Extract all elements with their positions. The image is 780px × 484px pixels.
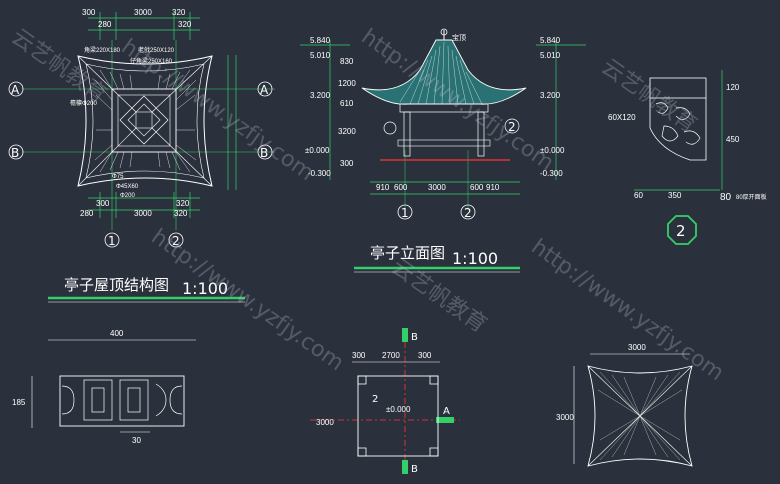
- level-left-2: 5.010: [310, 51, 331, 60]
- elev-dim-b3: 3000: [428, 183, 446, 192]
- plan-dim-side: 3000: [316, 418, 334, 427]
- elevation-title: 亭子立面图: [370, 244, 445, 262]
- level-right-1: 5.840: [540, 36, 561, 45]
- floor-plan: B B A 300 2700 300 3000 ±0.000 2: [310, 328, 460, 475]
- dim-side-3: 610: [340, 99, 354, 108]
- pavilion-elevation: 5.840 5.010 3.200 ±0.000 -0.300 5.840 5.…: [300, 28, 586, 273]
- axis-1-plan: 1: [108, 234, 116, 248]
- dim-top2-left: 280: [98, 20, 112, 29]
- level-left-3: 3.200: [310, 91, 331, 100]
- level-left-1: 5.840: [310, 36, 331, 45]
- elev-dim-b2: 600: [394, 183, 408, 192]
- note-5: Φ75: [112, 174, 124, 180]
- axis-2-plan: 2: [172, 234, 180, 248]
- axis-a-left: A: [11, 83, 20, 97]
- axis-b-right: B: [260, 146, 268, 160]
- dim-side-5: 300: [340, 159, 354, 168]
- level-left-5: -0.300: [308, 169, 331, 178]
- plan-dim-3: 300: [418, 351, 432, 360]
- lattice-bottom: 30: [132, 436, 141, 445]
- dim-side-1: 830: [340, 57, 354, 66]
- dim-side-4: 3200: [338, 127, 356, 136]
- roof-top-dim-side: 3000: [556, 413, 574, 422]
- roof-plan-scale: 1:100: [182, 279, 228, 298]
- axis-b-left: B: [11, 146, 19, 160]
- note-1: 角梁220X180: [84, 46, 121, 54]
- elevation-detail-marker: 2: [508, 120, 516, 134]
- note-6: Φ45X60: [116, 184, 139, 190]
- detail-dim-60: 60: [634, 191, 643, 200]
- lattice-width: 400: [110, 329, 124, 338]
- lattice-panel: 400 185 30: [12, 329, 196, 445]
- dim-side-2: 1200: [338, 79, 356, 88]
- elev-dim-b1: 910: [376, 183, 390, 192]
- elev-dim-b4: 600: [470, 183, 484, 192]
- note-2: 老戗250X120: [138, 46, 175, 54]
- dim-bottom-right: 320: [174, 209, 188, 218]
- detail-dim-120: 120: [726, 83, 740, 92]
- note-7: Φ200: [120, 193, 135, 199]
- dim-bottom-left: 280: [80, 209, 94, 218]
- dim-top-left: 300: [82, 8, 96, 17]
- dim-top2-right: 320: [178, 20, 192, 29]
- roof-top-dim: 3000: [628, 343, 646, 352]
- axis-a-right: A: [260, 83, 269, 97]
- level-right-3: 3.200: [540, 91, 561, 100]
- dim-top-mid: 3000: [134, 8, 152, 17]
- watermark-url-3: http://www.yzfjy.com: [147, 224, 349, 376]
- plan-dim-2: 2700: [382, 351, 400, 360]
- roof-top-view: 3000 3000: [556, 343, 693, 467]
- detail-dim-450: 450: [726, 135, 740, 144]
- dim-bottom-mid: 3000: [134, 209, 152, 218]
- dim-bottom2-right: 320: [176, 199, 190, 208]
- watermark-url-4: http://www.yzfjy.com: [527, 234, 729, 386]
- detail-dim-60x120: 60X120: [608, 113, 636, 122]
- lattice-height: 185: [12, 398, 26, 407]
- detail-note: 80厚开面板: [736, 193, 767, 201]
- detail-dim-80: 80: [720, 192, 732, 203]
- plan-axis-b-top: B: [411, 332, 418, 343]
- detail-dim-350: 350: [668, 191, 682, 200]
- level-right-5: -0.300: [540, 169, 563, 178]
- plan-level: ±0.000: [386, 405, 411, 414]
- elevation-scale: 1:100: [452, 249, 498, 268]
- watermark-url-1: http://www.yzfjy.com: [117, 34, 319, 186]
- level-right-2: 5.010: [540, 51, 561, 60]
- plan-axis-a: A: [443, 406, 450, 417]
- watermark-brand-2: 云艺帆教育: [597, 54, 701, 138]
- elev-axis-1: 1: [401, 206, 409, 220]
- plan-dim-1: 300: [352, 351, 366, 360]
- elev-dim-b5: 910: [486, 183, 500, 192]
- dim-bottom2-left: 300: [96, 199, 110, 208]
- level-right-4: ±0.000: [540, 146, 565, 155]
- level-left-4: ±0.000: [305, 146, 330, 155]
- bracket-detail: 120 450 60X120 60 350 80 80厚开面板 2: [608, 70, 767, 245]
- elev-axis-2: 2: [464, 206, 472, 220]
- roof-structure-plan: 300 3000 320 280 320 300 320 280 3000 32…: [8, 8, 275, 303]
- finial-note: 宝顶: [452, 33, 466, 42]
- detail-marker: 2: [676, 222, 686, 240]
- plan-marker: 2: [372, 394, 378, 405]
- note-4: 檐檩Φ200: [70, 99, 97, 107]
- plan-axis-b-bottom: B: [411, 464, 418, 475]
- roof-plan-title: 亭子屋顶结构图: [64, 276, 169, 294]
- dim-top-right: 320: [172, 8, 186, 17]
- note-3: 仔角梁250X160: [130, 57, 173, 65]
